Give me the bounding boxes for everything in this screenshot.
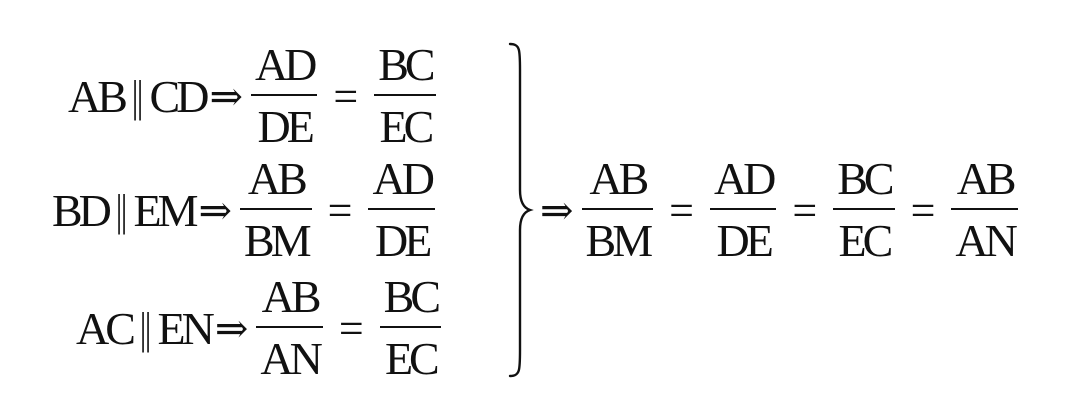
fraction-bar xyxy=(368,208,435,210)
row-3-right-segment: EN xyxy=(157,302,215,354)
fraction-denominator: EC xyxy=(384,333,440,384)
right-brace-icon xyxy=(508,42,534,378)
fraction-denominator: AN xyxy=(260,333,322,384)
equals-symbol: = xyxy=(792,185,818,235)
parallel-symbol: || xyxy=(131,71,144,121)
result-fraction-1: AB BM xyxy=(581,153,654,266)
fraction-bar xyxy=(379,326,442,328)
fraction-bar xyxy=(250,94,318,96)
implies-symbol: ⇒ xyxy=(209,73,243,119)
fraction-bar xyxy=(833,208,895,210)
fraction-numerator: AD xyxy=(372,153,434,204)
fraction-numerator: BC xyxy=(378,39,435,90)
row-1-right-segment: CD xyxy=(149,70,210,122)
implies-symbol: ⇒ xyxy=(540,187,574,233)
row-3-fraction-2: BC EC xyxy=(379,271,442,384)
result-fraction-4: AB AN xyxy=(951,153,1018,266)
result-fraction-3: BC EC xyxy=(833,153,895,266)
fraction-bar xyxy=(256,326,323,328)
row-1-fraction-2: BC EC xyxy=(374,39,436,152)
fraction-denominator: AN xyxy=(955,215,1017,266)
equation-row-2: BD || EM ⇒ AB BM = AD DE xyxy=(52,156,441,264)
equals-symbol: = xyxy=(327,185,353,235)
equals-symbol: = xyxy=(910,185,936,235)
fraction-denominator: BM xyxy=(244,215,312,266)
equation-row-1: AB || CD ⇒ AD DE = BC EC xyxy=(68,42,442,150)
row-1-left-segment: AB xyxy=(68,70,128,122)
row-3-left-segment: AC xyxy=(76,302,136,354)
fraction-numerator: BC xyxy=(383,271,441,322)
fraction-numerator: AB xyxy=(589,153,649,204)
row-3-fraction-1: AB AN xyxy=(256,271,323,384)
row-2-fraction-2: AD DE xyxy=(368,153,435,266)
fraction-denominator: EC xyxy=(838,215,894,266)
implies-symbol: ⇒ xyxy=(214,305,249,351)
implies-symbol: ⇒ xyxy=(198,187,233,233)
fraction-denominator: BM xyxy=(585,215,654,266)
fraction-denominator: EC xyxy=(379,101,435,152)
fraction-denominator: DE xyxy=(257,101,315,152)
fraction-bar xyxy=(581,208,654,210)
fraction-bar xyxy=(951,208,1018,210)
fraction-numerator: AB xyxy=(956,153,1017,204)
equals-symbol: = xyxy=(333,71,359,121)
brace-path xyxy=(508,42,534,378)
fraction-numerator: AD xyxy=(254,39,317,90)
fraction-bar xyxy=(240,208,312,210)
fraction-denominator: DE xyxy=(375,215,432,266)
fraction-denominator: DE xyxy=(716,215,774,266)
fraction-numerator: AD xyxy=(713,153,776,204)
result-chain: ⇒ AB BM = AD DE = BC EC = AB AN xyxy=(536,156,1024,264)
equation-row-3: AC || EN ⇒ AB AN = BC EC xyxy=(76,274,447,382)
row-2-right-segment: EM xyxy=(133,184,199,236)
fraction-numerator: AB xyxy=(261,271,322,322)
fraction-numerator: AB xyxy=(247,153,308,204)
row-2-left-segment: BD xyxy=(52,184,112,236)
parallel-symbol: || xyxy=(139,303,152,353)
equals-symbol: = xyxy=(338,303,364,353)
result-fraction-2: AD DE xyxy=(709,153,777,266)
fraction-numerator: BC xyxy=(837,153,894,204)
row-2-fraction-1: AB BM xyxy=(240,156,312,264)
fraction-bar xyxy=(709,208,777,210)
fraction-bar xyxy=(374,94,436,96)
parallel-symbol: || xyxy=(115,185,128,235)
equals-symbol: = xyxy=(669,185,694,235)
row-1-fraction-1: AD DE xyxy=(250,39,318,152)
